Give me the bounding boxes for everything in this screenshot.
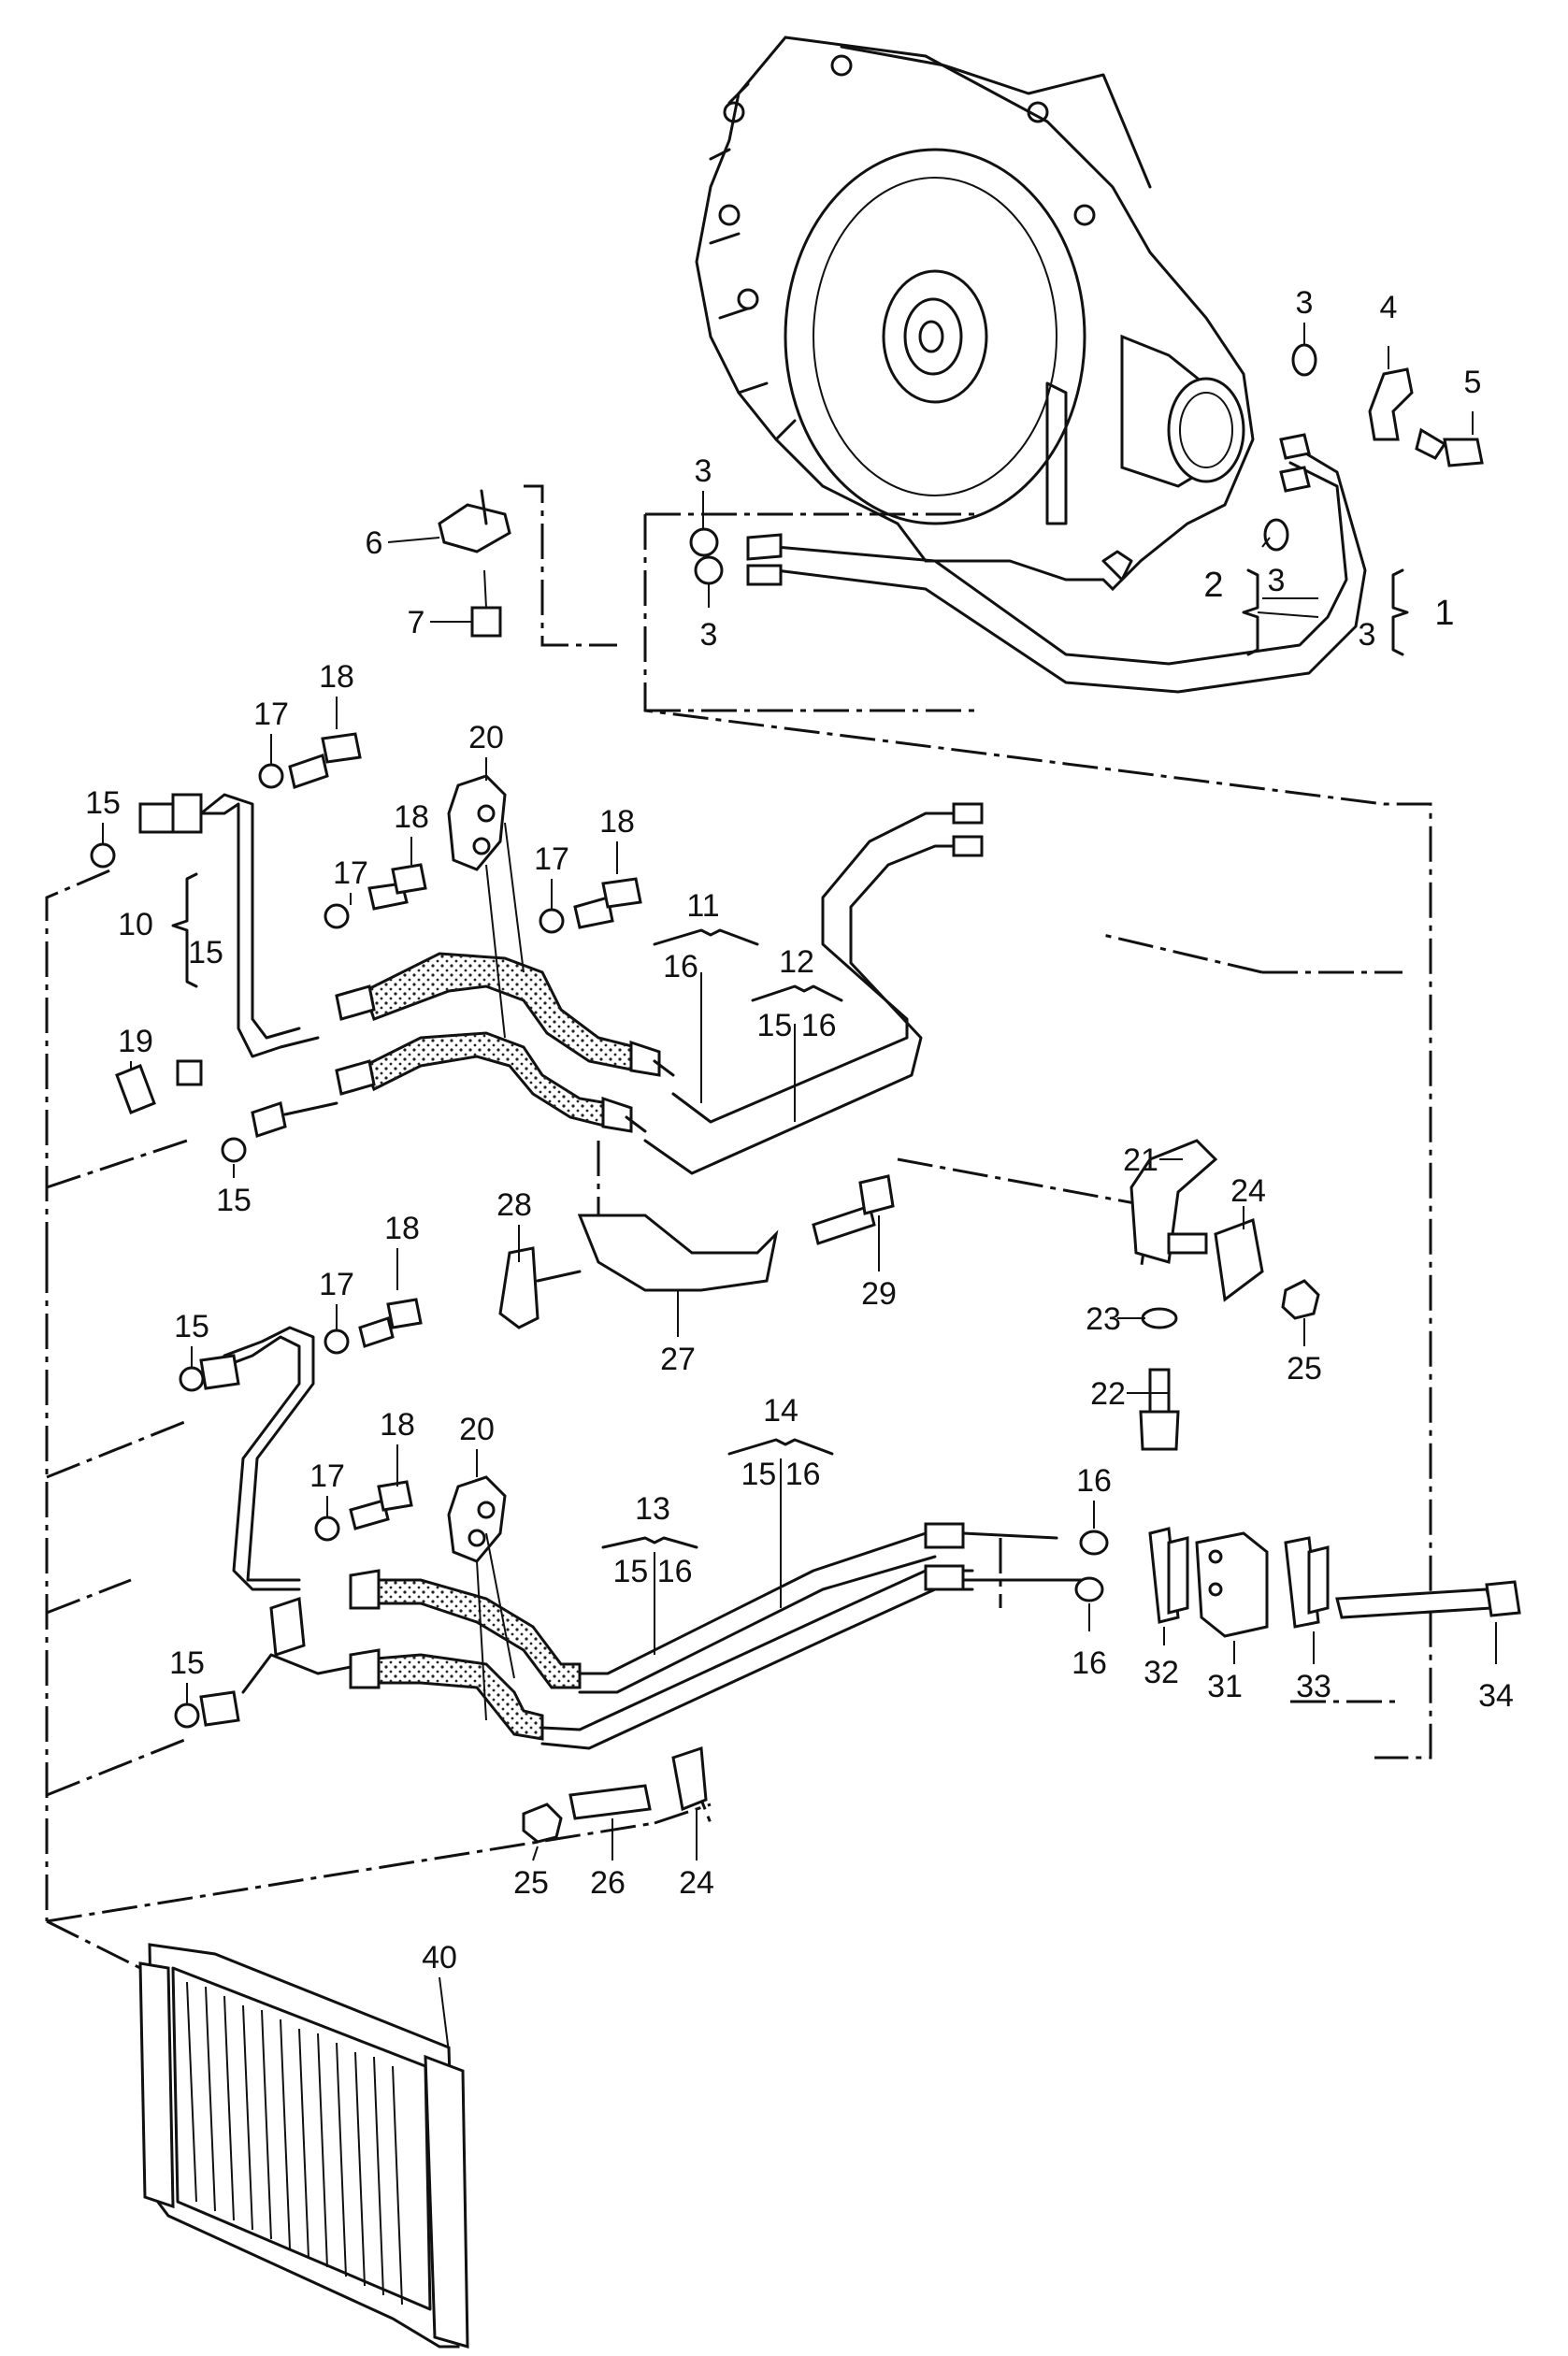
clip-28 (498, 1246, 582, 1329)
callout-3: 3 (1359, 617, 1376, 653)
washers-16 (1074, 1530, 1109, 1602)
washer-3 (689, 343, 1317, 585)
bracket-27 (577, 1214, 779, 1292)
callout-31: 31 (1207, 1669, 1243, 1704)
callout-1: 1 (1434, 594, 1454, 633)
bolt-34 (1335, 1580, 1521, 1619)
hoses-upper (251, 952, 675, 1138)
callout-17: 17 (253, 697, 289, 732)
pipes-lower (199, 1326, 367, 1727)
callout-3: 3 (695, 453, 712, 489)
callout-13-sub: 15 16 (612, 1554, 692, 1589)
stud-26 (568, 1784, 652, 1820)
callout-7: 7 (408, 605, 425, 640)
callout-18: 18 (599, 804, 635, 840)
callout-18: 18 (394, 799, 429, 835)
callout-18: 18 (380, 1407, 415, 1443)
callout-29: 29 (861, 1276, 897, 1312)
block-31 (1195, 1531, 1269, 1638)
bolt-7 (470, 569, 502, 638)
callout-4: 4 (1380, 290, 1398, 325)
callout-6: 6 (366, 525, 383, 561)
washer-15 (90, 842, 247, 1729)
callout-22: 22 (1090, 1376, 1126, 1412)
callout-27: 27 (660, 1342, 696, 1377)
callout-10-sub: 15 (188, 935, 223, 970)
callout-11-sub: 16 (663, 949, 698, 984)
callout-14: 14 (763, 1393, 798, 1429)
callout-19: 19 (118, 1024, 153, 1059)
callout-17: 17 (333, 855, 368, 891)
callout-21: 21 (1123, 1142, 1158, 1178)
callout-15: 15 (85, 785, 121, 821)
callout-18: 18 (384, 1211, 420, 1246)
clip-6 (438, 489, 511, 553)
callout-25: 25 (513, 1865, 549, 1901)
callout-40: 40 (422, 1940, 457, 1975)
leader-lines (45, 484, 1432, 2087)
callout-12-sub: 15 16 (756, 1008, 836, 1043)
callout-leaders (102, 323, 1497, 2053)
braces (171, 568, 1409, 1549)
pipes-11-12 (643, 802, 984, 1175)
callout-28: 28 (496, 1187, 532, 1223)
callout-20: 20 (459, 1412, 495, 1447)
callout-33: 33 (1296, 1669, 1331, 1704)
clip-19 (115, 1064, 156, 1114)
callout-13: 13 (635, 1491, 670, 1527)
bolts-17-18 (258, 732, 642, 1542)
connector-33 (1284, 1536, 1330, 1629)
callout-18: 18 (319, 659, 354, 695)
callout-15: 15 (216, 1183, 252, 1218)
callout-26: 26 (590, 1865, 626, 1901)
callout-12: 12 (779, 944, 814, 980)
callout-16: 16 (1072, 1645, 1107, 1681)
callout-14-sub: 15 16 (741, 1457, 820, 1492)
hoses-lower (349, 1569, 582, 1741)
radiator-40 (138, 1943, 469, 2349)
bracket-21 (1129, 1139, 1218, 1264)
callout-24: 24 (679, 1865, 714, 1901)
callout-2: 2 (1203, 566, 1223, 605)
callout-17: 17 (534, 841, 569, 877)
callout-20: 20 (468, 720, 504, 755)
callout-32: 32 (1144, 1655, 1179, 1690)
transmission-housing (695, 36, 1255, 592)
callout-25: 25 (1287, 1351, 1322, 1386)
bolt-29 (812, 1174, 895, 1245)
callout-labels: 1 2 3 3 3 3 3 4 5 6 7 10 15 11 16 12 15 … (85, 285, 1514, 1975)
callout-11: 11 (686, 888, 719, 924)
callout-34: 34 (1478, 1678, 1514, 1714)
callout-17: 17 (319, 1267, 354, 1302)
callout-17: 17 (309, 1458, 345, 1494)
bracket-24 (671, 1217, 1264, 1812)
callout-23: 23 (1086, 1301, 1121, 1337)
bolt-5 (1415, 427, 1484, 467)
connector-32 (1148, 1527, 1189, 1624)
callout-10: 10 (118, 907, 153, 942)
callout-24: 24 (1230, 1173, 1266, 1209)
callout-3: 3 (1268, 563, 1286, 598)
clamp-20 (447, 774, 507, 1563)
callout-5: 5 (1464, 365, 1482, 400)
pipe-10 (138, 793, 320, 1086)
nut-25 (522, 1279, 1320, 1844)
top-pipes (746, 433, 1367, 694)
callout-3: 3 (700, 617, 718, 653)
callout-15: 15 (174, 1309, 209, 1344)
bolt-22-23 (1139, 1307, 1180, 1451)
callout-15: 15 (169, 1645, 205, 1681)
bracket-4 (1368, 367, 1414, 441)
callout-16: 16 (1076, 1463, 1112, 1499)
pipes-13-14 (540, 1522, 1086, 1750)
callout-3: 3 (1296, 285, 1314, 321)
